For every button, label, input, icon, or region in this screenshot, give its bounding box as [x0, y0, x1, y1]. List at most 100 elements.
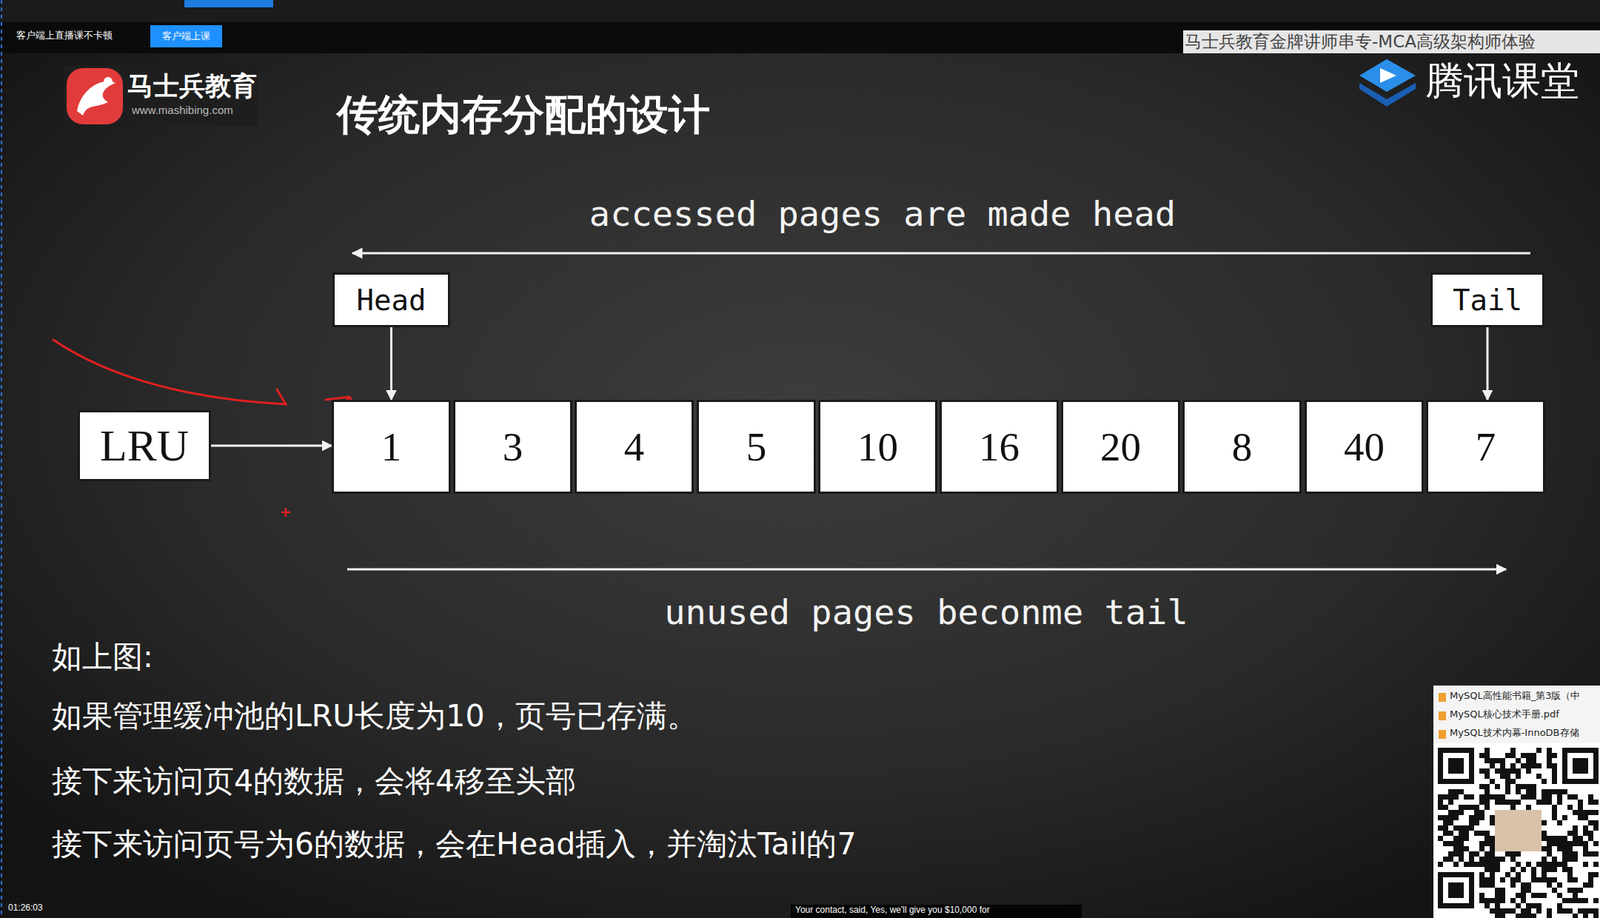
qr-module — [1588, 799, 1594, 805]
qr-module — [1551, 809, 1558, 816]
qr-module — [1494, 861, 1501, 868]
qr-module — [1582, 830, 1589, 836]
logo-panel — [63, 65, 258, 126]
file-list-panel — [1433, 685, 1600, 744]
qr-module — [1489, 867, 1495, 873]
qr-module — [1572, 887, 1578, 893]
node-text: 5 — [746, 423, 768, 471]
qr-module — [1443, 841, 1449, 847]
qr-module — [1557, 908, 1563, 914]
qr-module — [1489, 846, 1495, 852]
qr-module — [1551, 768, 1558, 774]
qr-module — [1541, 861, 1547, 868]
qr-module — [1557, 799, 1563, 805]
qr-module — [1494, 799, 1501, 805]
qr-module — [1541, 872, 1547, 878]
qr-module — [1562, 861, 1568, 868]
qr-module — [1463, 804, 1469, 810]
qr-module — [1588, 872, 1594, 878]
qr-module — [1588, 820, 1594, 826]
qr-module — [1531, 903, 1537, 909]
qr-module — [1572, 877, 1578, 883]
qr-module — [1577, 841, 1583, 847]
qr-module — [1484, 856, 1490, 862]
qr-module — [1588, 908, 1594, 914]
qr-finder — [1437, 747, 1475, 785]
node-text: 40 — [1343, 423, 1385, 471]
qr-module — [1562, 846, 1568, 852]
qr-module — [1448, 856, 1454, 862]
client-notice: 客户端上直播课不卡顿 — [16, 30, 113, 42]
qr-module — [1520, 882, 1526, 888]
qr-module — [1551, 856, 1558, 862]
page-cell: 16 — [939, 399, 1059, 494]
qr-module — [1489, 820, 1495, 826]
qr-module — [1437, 799, 1444, 805]
qr-module — [1500, 758, 1506, 764]
qr-module — [1551, 789, 1558, 795]
qr-module — [1525, 784, 1532, 790]
qr-module — [1567, 867, 1573, 873]
qr-module — [1494, 856, 1501, 862]
qr-module — [1567, 887, 1573, 893]
qr-module — [1531, 867, 1537, 873]
qr-module — [1494, 867, 1501, 873]
qr-module — [1474, 804, 1480, 810]
qr-module — [1562, 789, 1568, 795]
qr-module — [1525, 903, 1532, 909]
qr-module — [1572, 841, 1578, 847]
qr-module — [1577, 815, 1583, 821]
qr-module — [1468, 794, 1475, 800]
qr-module — [1593, 809, 1599, 816]
qr-module — [1453, 789, 1459, 795]
qr-module — [1458, 851, 1464, 857]
qr-module — [1582, 846, 1589, 852]
explanation-line: 接下来访问页号为6的数据，会在Head插入，并淘汰Tail的7 — [51, 827, 857, 862]
qr-module — [1489, 898, 1495, 904]
qr-module — [1484, 784, 1490, 790]
qr-module — [1484, 861, 1490, 868]
qr-module — [1510, 747, 1516, 753]
qr-module — [1551, 841, 1558, 847]
qr-module — [1463, 861, 1469, 868]
qr-module — [1489, 877, 1495, 883]
qr-module — [1593, 872, 1599, 878]
qr-module — [1541, 835, 1547, 842]
qr-module — [1525, 752, 1532, 759]
qr-module — [1546, 794, 1552, 800]
qr-module — [1437, 794, 1444, 800]
watermark-text: 马士兵教育金牌讲师串专-MCA高级架构师体验 — [1184, 31, 1536, 52]
qr-module — [1494, 898, 1501, 904]
qr-module — [1515, 851, 1521, 857]
qr-module — [1525, 789, 1532, 795]
qr-module — [1525, 882, 1532, 888]
qr-module — [1463, 794, 1469, 800]
qr-module — [1505, 908, 1511, 914]
qr-module — [1484, 898, 1490, 904]
qr-module — [1582, 841, 1589, 847]
qr-module — [1484, 758, 1490, 764]
qr-module — [1494, 784, 1501, 790]
node-text: 4 — [624, 423, 645, 471]
qr-module — [1505, 752, 1511, 759]
qr-module — [1520, 892, 1526, 899]
qr-module — [1557, 861, 1563, 868]
qr-module — [1572, 913, 1578, 918]
qr-finder — [1443, 752, 1469, 779]
timestamp: 01:26:03 — [8, 903, 43, 914]
qr-panel — [1433, 743, 1600, 918]
qr-module — [1494, 887, 1501, 893]
qr-module — [1453, 841, 1459, 847]
qr-module — [1536, 763, 1542, 769]
qr-module — [1557, 882, 1563, 888]
qr-module — [1458, 804, 1464, 810]
qr-module — [1557, 789, 1563, 795]
qr-module — [1515, 913, 1521, 918]
subtitle-text: Your contact, said, Yes, we'll give you … — [795, 905, 990, 916]
qr-module — [1536, 799, 1542, 805]
qr-module — [1468, 815, 1475, 821]
qr-module — [1484, 752, 1490, 759]
qr-module — [1551, 752, 1558, 759]
